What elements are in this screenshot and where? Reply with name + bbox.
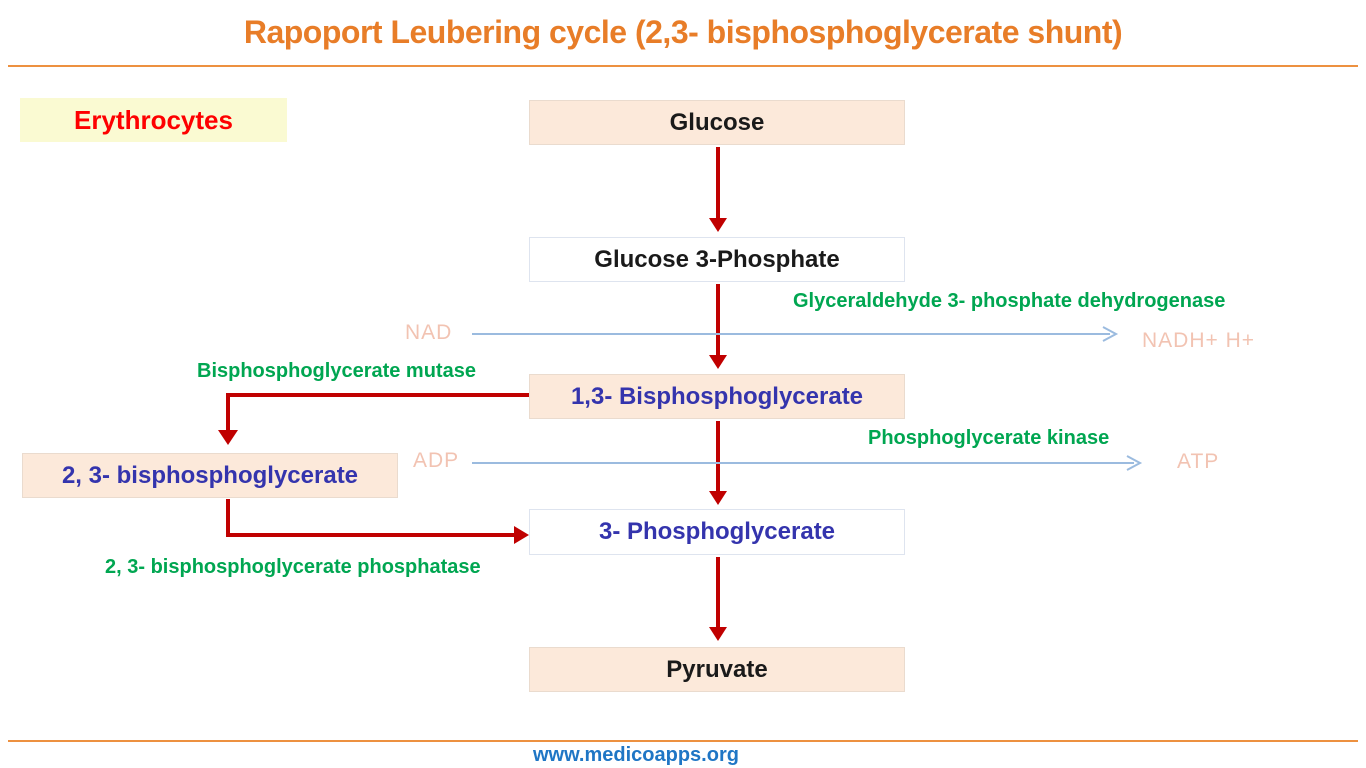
cofactor-atp-label: ATP: [1177, 450, 1220, 473]
arrow-3pg-to-pyruvate: [708, 557, 728, 642]
node-3-phosphoglycerate: 3- Phosphoglycerate: [529, 509, 905, 555]
node-2-3-bisphosphoglycerate: 2, 3- bisphosphoglycerate: [22, 453, 398, 498]
footer-divider: [8, 740, 1358, 742]
arrow-mutase-horizontal: [226, 393, 529, 397]
page-title: Rapoport Leubering cycle (2,3- bisphosph…: [243, 14, 1123, 50]
enzyme-gapdh-label: Glyceraldehyde 3- phosphate dehydrogenas…: [793, 290, 1226, 312]
arrow-phosphatase-head: [514, 526, 529, 544]
cofactor-adp-label: ADP: [413, 449, 460, 472]
enzyme-kinase-label: Phosphoglycerate kinase: [868, 427, 1110, 449]
footer-url: www.medicoapps.org: [533, 744, 739, 766]
node-glucose-3-phosphate: Glucose 3-Phosphate: [529, 237, 905, 282]
arrow-g3p-to-13bpg: [708, 284, 728, 369]
nad-to-nadh-arrow: [472, 326, 1119, 342]
arrow-13bpg-to-3pg: [708, 421, 728, 506]
arrow-phosphatase-horizontal: [226, 533, 514, 537]
node-glucose: Glucose: [529, 100, 905, 145]
cofactor-nadh-label: NADH+ H+: [1142, 329, 1256, 352]
node-1-3-bisphosphoglycerate: 1,3- Bisphosphoglycerate: [529, 374, 905, 419]
arrow-glucose-to-g3p: [708, 147, 728, 232]
enzyme-phosphatase-label: 2, 3- bisphosphoglycerate phosphatase: [105, 556, 481, 578]
node-pyruvate: Pyruvate: [529, 647, 905, 692]
tissue-label: Erythrocytes: [20, 98, 287, 142]
cofactor-nad-label: NAD: [405, 321, 453, 344]
adp-to-atp-arrow: [472, 455, 1143, 471]
arrow-phosphatase-vertical: [226, 499, 230, 537]
enzyme-mutase-label: Bisphosphoglycerate mutase: [197, 360, 476, 382]
title-divider: [8, 65, 1358, 67]
arrow-mutase-head: [218, 430, 238, 445]
arrow-mutase-vertical: [226, 393, 230, 430]
